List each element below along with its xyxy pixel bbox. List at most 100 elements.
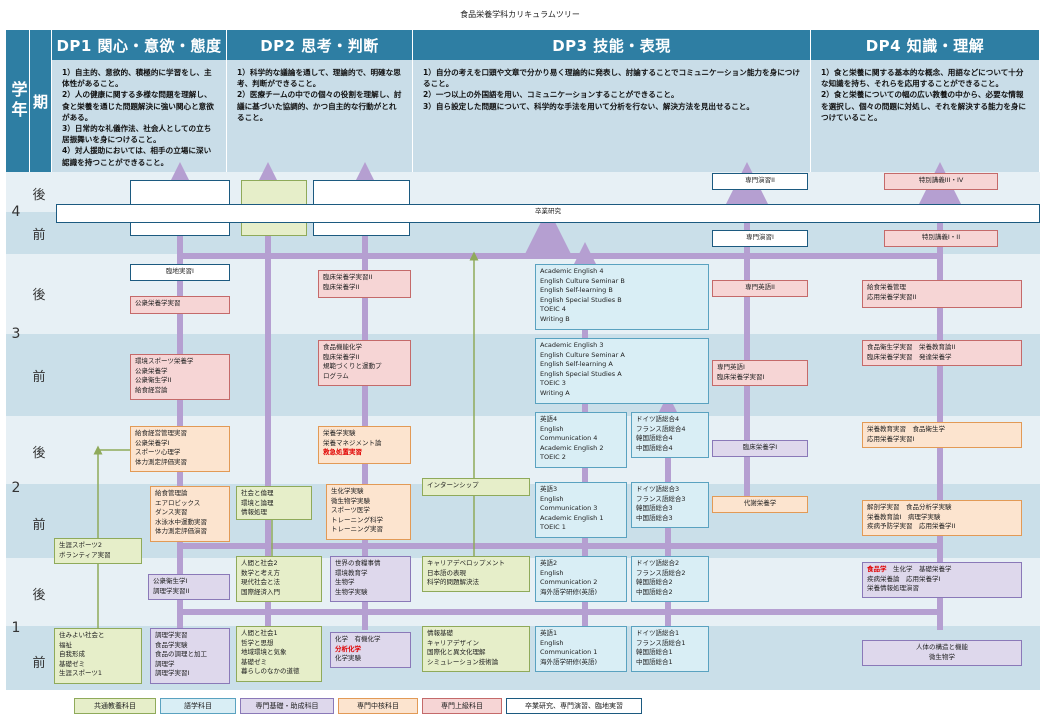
line: English — [540, 568, 564, 577]
line: フランス語総合2 — [636, 568, 686, 577]
line: 福祉 — [59, 640, 72, 649]
course-nutrition-education-group: 栄養教育実習 食品衛生学応用栄養学実習I — [862, 422, 1022, 448]
line: 食品学実験 — [155, 640, 188, 649]
legend-advanced: 専門上級科目 — [422, 698, 502, 714]
line: トレーニング実習 — [331, 525, 383, 534]
line: 情報処理 — [241, 508, 267, 517]
dp1-description: 1）自主的、意欲的、積極的に学習をし、主体性があること。 2）人の健康に関する多… — [52, 60, 227, 172]
line: 調理学実習II — [153, 586, 190, 595]
line: 生涯スポーツ2 — [59, 541, 103, 549]
line: 給食栄養管理 — [867, 283, 906, 291]
line: ドイツ語総合2 — [636, 559, 680, 567]
line: 中国語総合1 — [636, 657, 673, 666]
dp2-description: 1）科学的な議論を通して、理論的で、明確な思考、判断ができること。 2）医療チー… — [227, 60, 413, 172]
line: 有機化学 — [354, 635, 381, 643]
line: 体力測定評価実習 — [135, 457, 187, 466]
term-first: 前 — [32, 518, 46, 533]
line: フランス語総合4 — [636, 424, 686, 433]
year-2-label: 2 — [11, 480, 21, 496]
legend-common: 共通教養科目 — [74, 698, 156, 714]
term-first: 前 — [32, 656, 46, 671]
line: 食品衛生学 — [912, 425, 946, 433]
dp4-item: 2）食と栄養についての幅の広い教養の中から、必要な情報を選択し、個々の問題に対処… — [821, 90, 1027, 122]
line: 国際経済入門 — [241, 587, 280, 596]
line: 臨床栄養学II — [323, 352, 360, 361]
term-later: 後 — [32, 446, 46, 461]
line: 化学実験 — [335, 654, 361, 663]
dp3-description: 1）自分の考えを口頭や文章で分かり易く理論的に発表し、討論することでコミュニケー… — [413, 60, 811, 172]
course-nutrition-management: 給食栄養管理応用栄養学実習II — [862, 280, 1022, 308]
line: 応用栄養学I — [906, 574, 941, 583]
year-1-label: 1 — [11, 620, 21, 636]
course-food-mgmt-group: 給食管理論エアロビックスダンス実習水泳水中運動実習体力測定評価演習 — [150, 486, 230, 542]
line: 公衆栄養学I — [135, 438, 170, 447]
line: 応用栄養学実習II — [867, 292, 917, 301]
term-first: 前 — [32, 370, 46, 385]
line: Communication 2 — [540, 578, 598, 587]
line: 韓国語総合4 — [636, 434, 673, 443]
line: フランス語総合3 — [636, 494, 686, 503]
course-cooking-group: 調理学実習食品学実験食品の調理と加工調理学調理学実習I — [150, 628, 230, 684]
course-tech-english-2: 専門英語II — [712, 280, 808, 297]
line: キャリアデベロップメント — [427, 559, 505, 567]
line: 情報基礎 — [427, 629, 453, 637]
line: 人間と社会2 — [241, 559, 278, 567]
course-metabolic-nutrition: 代謝栄養学 — [712, 496, 808, 513]
line: 食品学 — [867, 565, 887, 573]
line: 住みよい社会と — [59, 631, 105, 639]
line: 社会と倫理 — [241, 489, 274, 497]
line: ドイツ語総合1 — [636, 629, 680, 637]
line: トレーニング科学 — [331, 515, 383, 524]
line: 化学 — [335, 635, 348, 643]
line: 生化学 — [893, 565, 913, 573]
line: 基礎栄養学 — [919, 565, 952, 573]
dp1-item: 3）日常的な礼儀作法、社会人としての立ち居振舞いを身につけること。 — [62, 124, 212, 145]
term-header: 期 — [30, 30, 52, 172]
line: TOEIC 4 — [540, 305, 566, 314]
line: TOEIC 2 — [540, 453, 566, 462]
grade-header: 学年 — [6, 30, 30, 172]
dp1-header: DP1 関心・意欲・態度 — [52, 30, 227, 60]
course-seminar-1: 専門演習I — [712, 230, 808, 247]
line: 韓国語総合2 — [636, 578, 673, 587]
dp2-item: 1）科学的な議論を通して、理論的で、明確な思考、判断ができること。 — [237, 68, 401, 89]
line: 専門英語I — [717, 363, 745, 371]
line: 分析化学 — [335, 644, 361, 653]
course-info-basics-group: 情報基礎キャリアデザイン国際化と異文化理解シミュレーション技術論 — [422, 626, 530, 672]
dp4-item: 1）食と栄養に関する基本的な概念、用語などについて十分な知識を持ち、それらを応用… — [821, 68, 1024, 89]
line: Writing B — [540, 314, 570, 323]
line: 応用栄養学実習I — [867, 434, 915, 443]
line: English Self-learning A — [540, 360, 613, 369]
line: 公衆栄養学 — [135, 366, 168, 375]
course-biochem-group: 生化学実験微生物学実験スポーツ医学トレーニング科学トレーニング実習 — [326, 484, 411, 540]
line: 自我形成 — [59, 650, 85, 659]
line: English — [540, 494, 564, 503]
line: 食品機能化学 — [323, 343, 362, 351]
line: 調理学実習 — [155, 631, 188, 639]
line: Academic English 4 — [540, 267, 604, 275]
line: 生化学実験 — [331, 487, 364, 495]
line: 給食経営論 — [135, 385, 168, 394]
term-later: 後 — [32, 288, 46, 303]
line: 栄養マネジメント論 — [323, 438, 382, 447]
dp3-item: 2）一つ以上の外国語を用い、コミュニケーションすることができること。 — [423, 90, 679, 100]
course-world-food-group: 世界の食糧事情環境教育学生物学生物学実験 — [330, 556, 411, 602]
line: 人間と社会1 — [241, 629, 278, 637]
line: 中国語総合2 — [636, 587, 673, 596]
line: 数学と考え方 — [241, 568, 280, 577]
line: 解剖学実習 — [867, 503, 900, 511]
line: ボランティア実習 — [59, 550, 111, 559]
line: 韓国語総合1 — [636, 648, 673, 657]
line: 英語3 — [540, 485, 558, 493]
course-seminar-2: 専門演習II — [712, 173, 808, 190]
course-chemistry-group: 化学 有機化学分析化学化学実験 — [330, 632, 411, 668]
